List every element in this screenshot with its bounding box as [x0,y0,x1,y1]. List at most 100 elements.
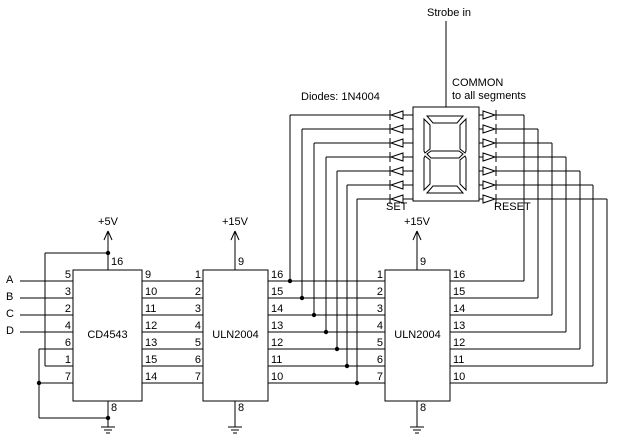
reset-diode [482,180,497,190]
pin-number: 13 [145,337,158,349]
set-diode [389,166,404,176]
reset-diode [482,124,497,134]
pin-number: 11 [145,303,157,315]
pin-number-uln-right-top: 9 [420,256,427,268]
seven-segment-figure-segment-c [459,155,467,192]
pin-number-uln-mid-top: 9 [238,256,245,268]
diodes-note-label: Diodes: 1N4004 [301,91,380,103]
pin-number-uln-right-bottom: 8 [420,402,427,414]
pin-number: 7 [376,371,383,383]
pin-number: 7 [194,371,201,383]
pin-number: 12 [145,320,158,332]
supply-15v-right-label: +15V [404,216,430,228]
pin-number: 5 [64,269,71,281]
set-diode [389,152,404,162]
pin-number: 10 [271,371,284,383]
pin-number: 16 [271,269,284,281]
seven-segment-figure-segment-a [425,115,465,124]
input-c-label: C [6,308,14,320]
pin-number: 12 [453,337,466,349]
strobe-in-label: Strobe in [427,7,472,19]
supply-arrow [103,230,109,241]
pin-number: 13 [271,320,284,332]
pin-number: 12 [271,337,284,349]
reset-diode [482,152,497,162]
input-b-label: B [6,291,14,303]
pin-number: 6 [194,354,201,366]
junction-dot [344,363,350,369]
pin-number: 11 [271,354,283,366]
reset-diode [482,110,497,120]
pin-number-cd4543-top: 16 [111,256,124,268]
pin-number: 15 [453,286,466,298]
pin-number: 15 [145,354,158,366]
seven-segment-figure-segment-f [423,117,431,154]
junction-dot [323,329,329,335]
pin-number: 9 [145,269,152,281]
junction-dot [287,278,293,284]
pin-number: 4 [376,320,383,332]
supply-arrow [234,230,240,241]
pin-number: 3 [194,303,201,315]
set-diode [389,110,404,120]
pin-number: 11 [453,354,465,366]
junction-dot [334,346,340,352]
set-label: SET [386,201,408,213]
pin-number: 15 [271,286,284,298]
pin-number-cd4543-bottom: 8 [111,402,118,414]
supply-15v-mid-label: +15V [222,216,248,228]
pin-number: 2 [376,286,383,298]
pin-number: 16 [453,269,466,281]
junction-dot [299,295,305,301]
pin-number: 3 [376,303,383,315]
pin-number: 14 [145,371,158,383]
common-sub-label: to all segments [452,90,526,102]
pin-number: 13 [453,320,466,332]
supply-arrow [107,230,113,241]
junction-dot [105,415,111,421]
pin-number: 1 [376,269,383,281]
pin-number: 7 [64,371,71,383]
supply-arrow [230,230,236,241]
pin-number: 2 [194,286,201,298]
seven-segment-figure-segment-g [426,150,464,159]
junction-dot [354,380,360,386]
pin-number: 6 [376,354,383,366]
pin-number: 6 [64,337,71,349]
pin-number: 5 [376,337,383,349]
pin-number: 2 [64,303,71,315]
seven-segment-figure-segment-e [423,155,431,192]
supply-5v-label: +5V [98,216,118,228]
input-a-label: A [6,274,14,286]
input-d-label: D [6,325,14,337]
set-diode [389,124,404,134]
cd4543-name: CD4543 [87,329,128,341]
pin-number: 4 [64,320,71,332]
uln2004-mid-body [202,269,269,402]
pin-number: 5 [194,337,201,349]
set-diode [389,194,404,204]
reset-diode [482,138,497,148]
seven-segment-figure-segment-d [425,185,465,194]
cd4543-body [72,269,143,402]
pin-number: 4 [194,320,201,332]
pin-number: 14 [271,303,284,315]
supply-arrow [416,230,422,241]
uln2004-mid-name: ULN2004 [212,329,259,341]
set-diode [389,138,404,148]
seven-segment-display-body [412,106,480,202]
uln2004-right-name: ULN2004 [394,329,441,341]
pin-number: 10 [145,286,158,298]
pin-number-uln-mid-bottom: 8 [238,402,245,414]
pin-number: 1 [64,354,71,366]
reset-label: RESET [494,201,531,213]
set-diode [389,180,404,190]
common-label: COMMON [452,77,504,89]
seven-segment-figure-segment-b [459,117,467,154]
reset-diode [482,194,497,204]
junction-dot [36,380,42,386]
pin-number: 10 [453,371,466,383]
junction-dot [105,250,111,256]
